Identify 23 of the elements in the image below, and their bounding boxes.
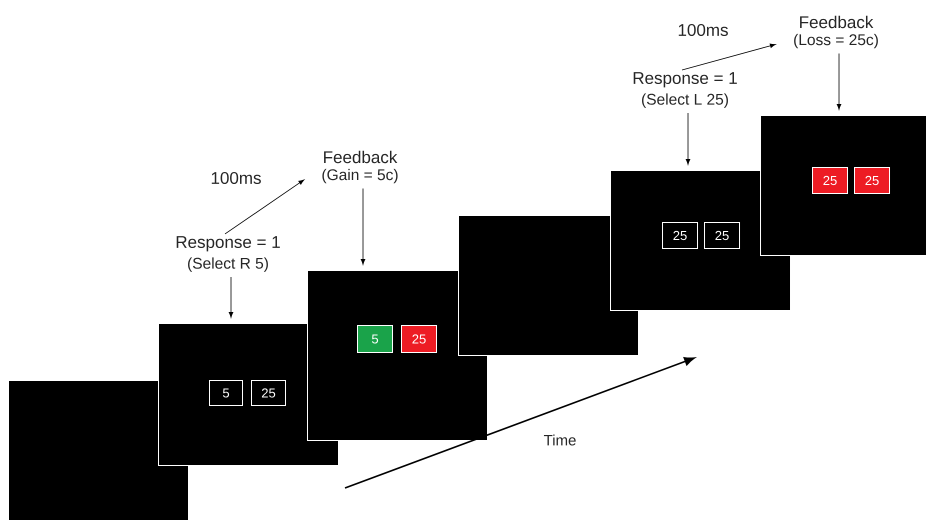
- screen-frame: [760, 115, 928, 256]
- arrow: [682, 44, 776, 70]
- number-box: 5: [357, 325, 393, 353]
- number-box: 25: [401, 325, 437, 353]
- arrow: [360, 188, 366, 265]
- arrow: [686, 112, 690, 165]
- number-box: 25: [251, 380, 286, 406]
- arrow: [836, 53, 842, 110]
- caption-text: Feedback (Loss = 25c): [794, 16, 878, 48]
- screen-frame: [8, 380, 189, 521]
- number-box: 5: [209, 380, 243, 406]
- number-box: 25: [662, 222, 698, 249]
- arrow: [224, 180, 304, 234]
- number-box: 25: [854, 167, 890, 194]
- edge-label: 100ms: [210, 170, 263, 186]
- caption-text: Response = 1 (Select R 5): [176, 236, 280, 272]
- arrow: [228, 276, 234, 318]
- edge-label: 100ms: [676, 22, 730, 38]
- caption-text: Feedback (Gain = 5c): [322, 150, 398, 184]
- number-box: 25: [812, 167, 848, 194]
- caption-text: Response = 1 (Select L 25): [634, 72, 737, 108]
- axis-label: Time: [544, 434, 576, 446]
- number-box: 25: [704, 222, 740, 249]
